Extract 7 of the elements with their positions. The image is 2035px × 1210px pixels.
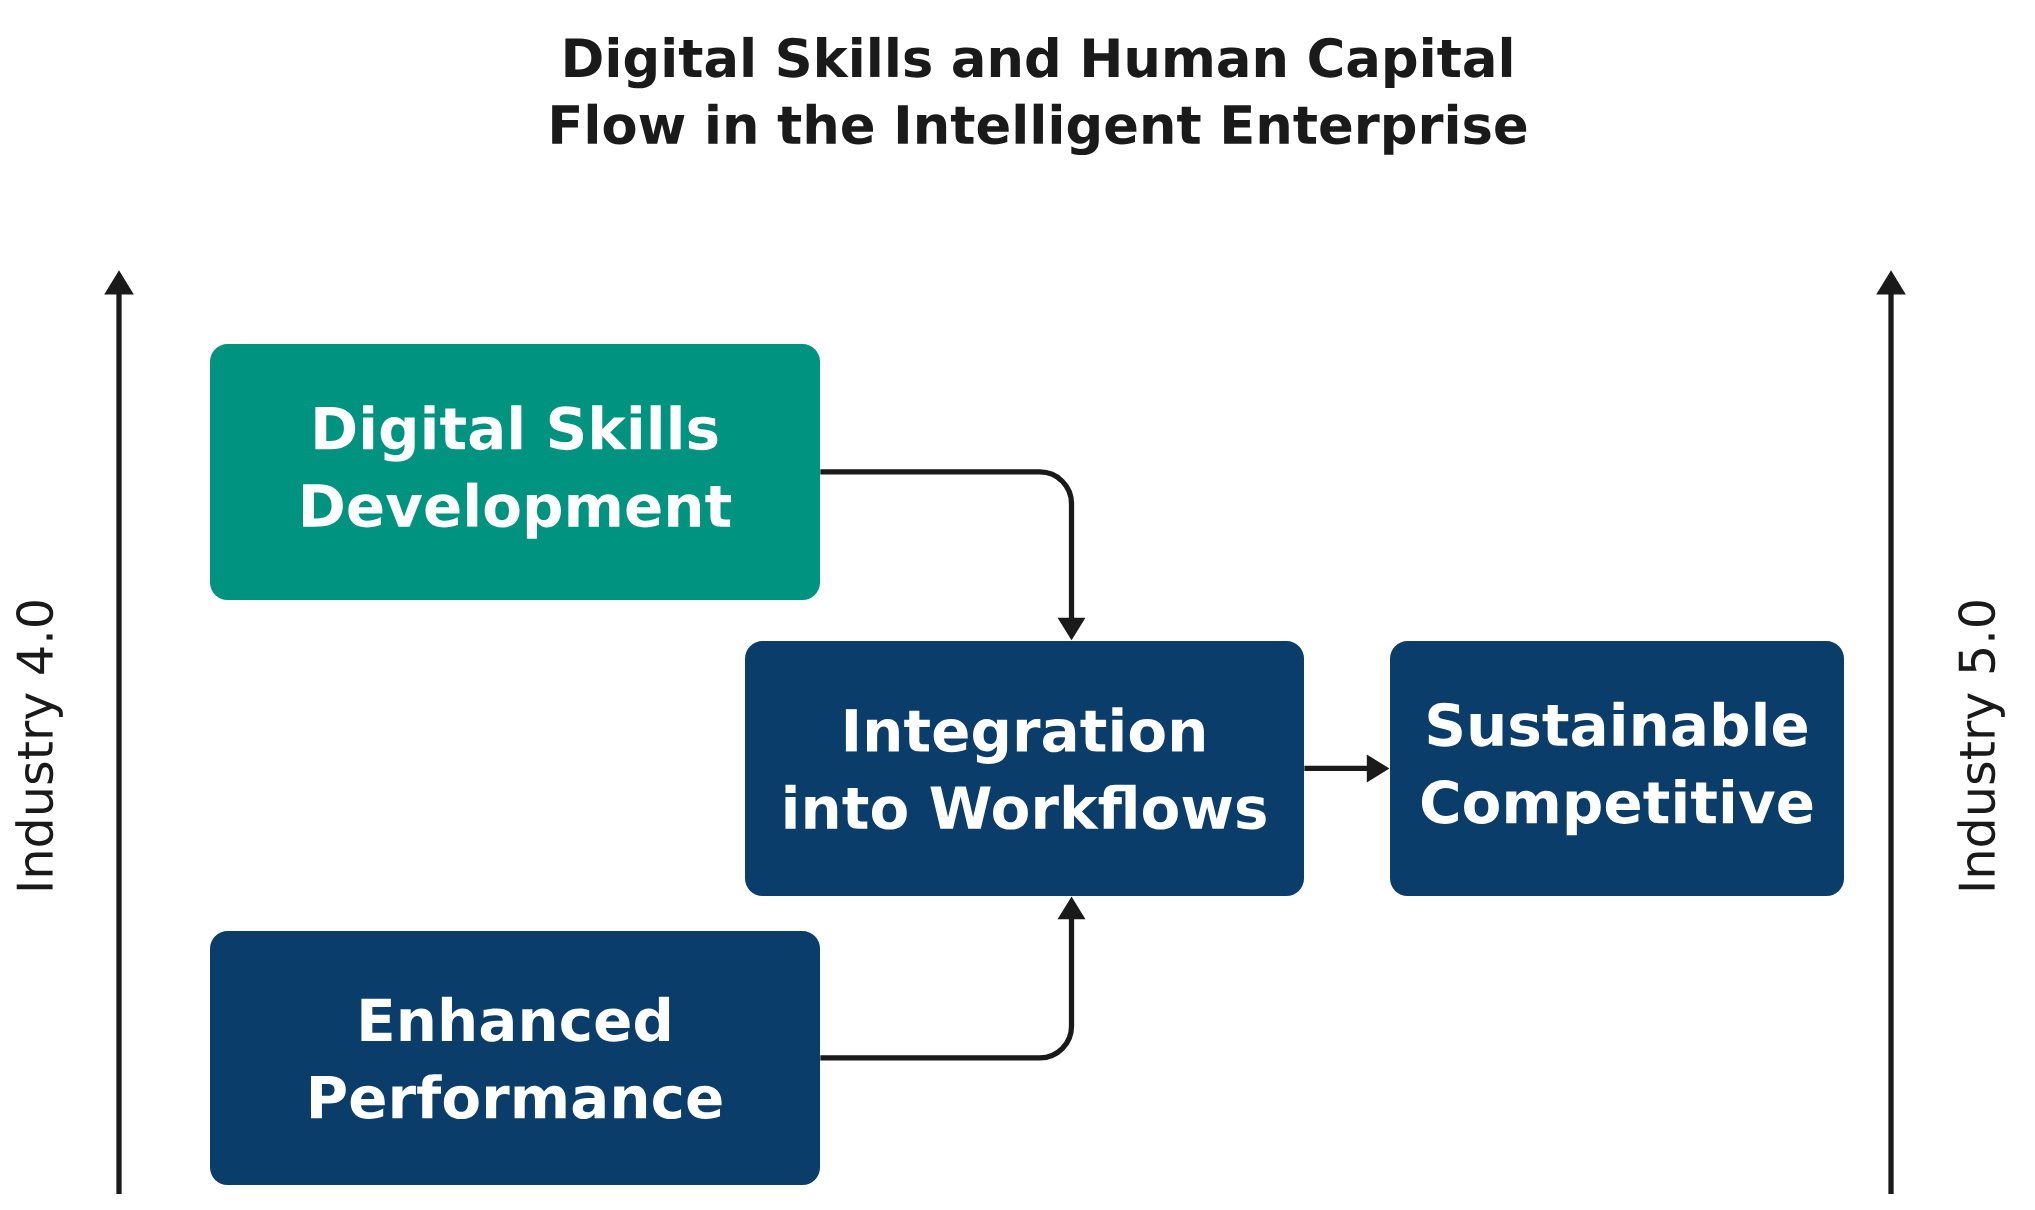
process-box: Integration into Workflows <box>745 641 1304 896</box>
axis-label: Industry 5.0 <box>1957 601 2005 890</box>
process-box: Sustainable Competitive <box>1390 641 1844 896</box>
axis-label: Industry 4.0 <box>15 601 63 890</box>
process-box: Enhanced Performance <box>210 931 820 1185</box>
process-box: Digital Skills Development <box>210 344 820 600</box>
title: Digital Skills and Human Capital Flow in the Intelligent Enterprise <box>552 36 1527 156</box>
